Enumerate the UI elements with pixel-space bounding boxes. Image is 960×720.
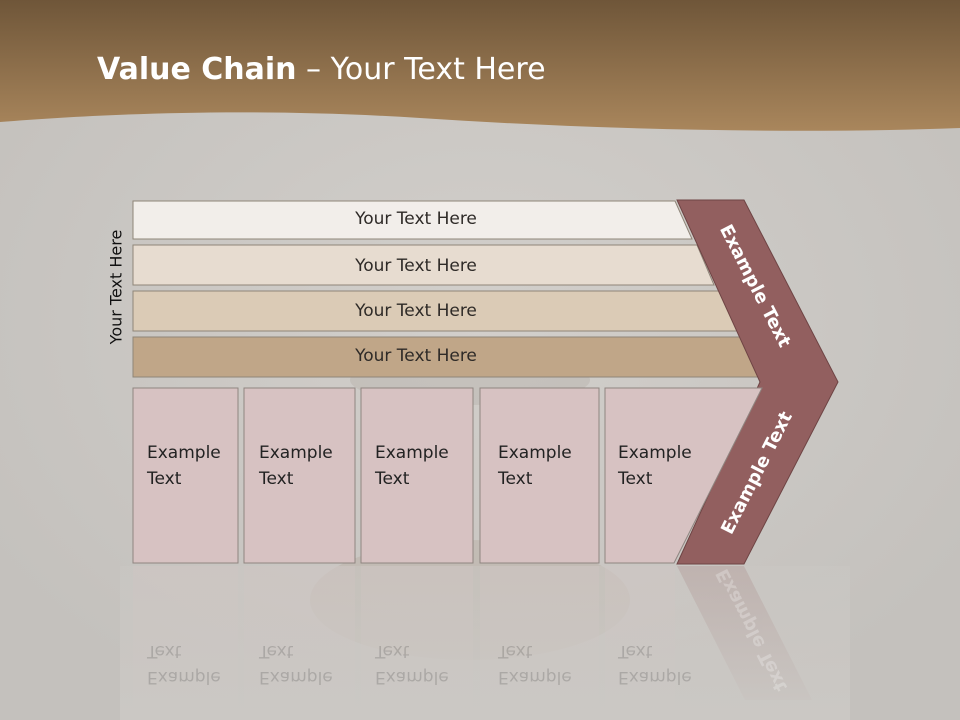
activity-box-4 <box>479 387 600 564</box>
box-label-4-line1: Example <box>498 443 572 463</box>
reflection-label-2-line1: Example <box>259 667 333 687</box>
row-label-1: Your Text Here <box>355 209 477 229</box>
title-bold: Value Chain <box>97 52 297 87</box>
row-label-2: Your Text Here <box>355 256 477 276</box>
row-shape-2 <box>132 244 715 286</box>
header-band <box>0 0 960 131</box>
row-label-4: Your Text Here <box>355 346 477 366</box>
reflection-label-3: Example Text <box>375 638 449 690</box>
reflection-label-1-line1: Example <box>147 667 221 687</box>
row-shape-1 <box>132 200 693 240</box>
reflection-label-5-line1: Example <box>618 667 692 687</box>
row-label-3: Your Text Here <box>355 301 477 321</box>
reflection-label-5-line2: Text <box>618 641 653 661</box>
slide-title: Value Chain – Your Text Here <box>97 52 546 87</box>
activity-box-2 <box>243 387 356 564</box>
activity-box-3 <box>360 387 474 564</box>
reflection-label-2: Example Text <box>259 638 333 690</box>
reflection-label-2-line2: Text <box>259 641 294 661</box>
box-label-1-line2: Text <box>147 469 182 489</box>
reflection-label-4-line2: Text <box>498 641 533 661</box>
activity-box-5 <box>604 387 763 564</box>
chevron-shape <box>676 199 839 565</box>
reflection-label-4-line1: Example <box>498 667 572 687</box>
box-label-4-line2: Text <box>498 469 533 489</box>
reflection-fade <box>120 566 850 720</box>
activity-box-1 <box>132 387 239 564</box>
reflection-label-3-line1: Example <box>375 667 449 687</box>
box-label-3-line1: Example <box>375 443 449 463</box>
box-label-2-line1: Example <box>259 443 333 463</box>
box-label-5-line2: Text <box>618 469 653 489</box>
box-label-2-line2: Text <box>259 469 294 489</box>
reflection-label-4: Example Text <box>498 638 572 690</box>
reflection-label-3-line2: Text <box>375 641 410 661</box>
reflection-label-5: Example Text <box>618 638 692 690</box>
title-rest: – Your Text Here <box>296 52 546 87</box>
reflection-label-1: Example Text <box>147 638 221 690</box>
box-label-3-line2: Text <box>375 469 410 489</box>
box-label-5-line1: Example <box>618 443 692 463</box>
reflection-label-1-line2: Text <box>147 641 182 661</box>
box-label-1-line1: Example <box>147 443 221 463</box>
side-label: Your Text Here <box>106 229 126 345</box>
